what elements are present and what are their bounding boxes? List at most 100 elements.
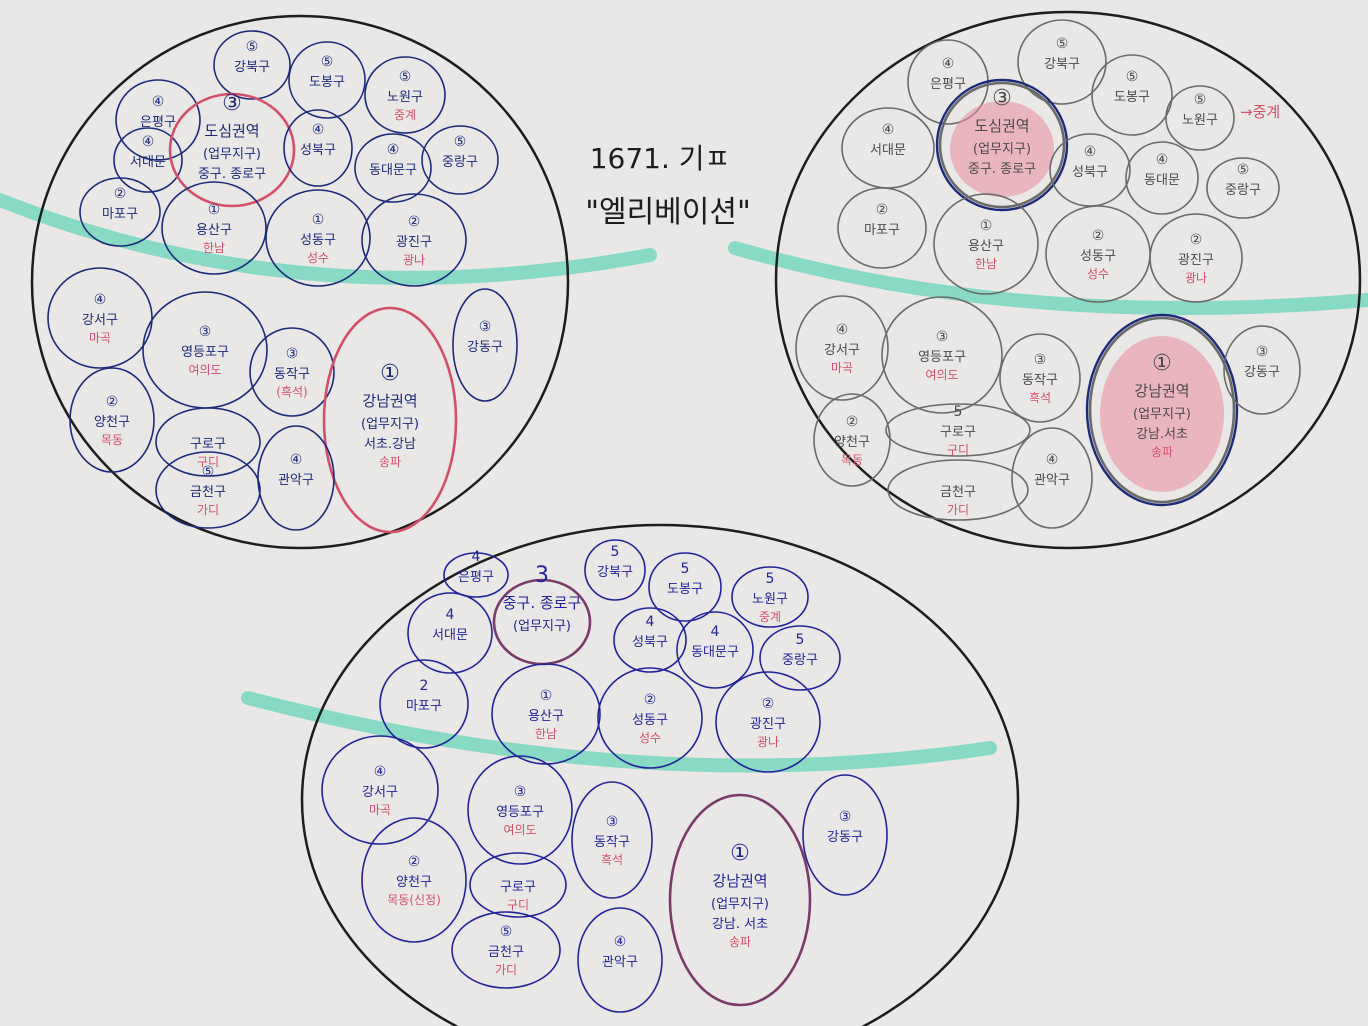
district-name: 강남권역 <box>362 392 417 410</box>
district-hub: 목동(신정) <box>387 893 441 907</box>
district-name: 노원구 <box>1182 113 1218 128</box>
district-hub: 구디 <box>947 443 969 457</box>
district-rank: ① <box>312 212 325 228</box>
district-name: 중구. 종로구 <box>503 594 582 612</box>
district-name: 동작구 <box>594 835 630 850</box>
district-bubble <box>731 566 809 628</box>
district-name: 서대문 <box>130 155 166 170</box>
district-name: 용산구 <box>968 239 1004 254</box>
district-rank: ③ <box>1256 344 1269 360</box>
district-sub: (업무지구) <box>513 619 571 634</box>
district-bubble <box>938 81 1066 209</box>
district-rank: ⑤ <box>246 39 259 55</box>
district-rank: ② <box>1092 228 1105 244</box>
district-rank: ① <box>380 361 400 386</box>
district-sub: (업무지구) <box>1133 407 1191 422</box>
district-sub: (업무지구) <box>203 147 261 162</box>
district-bubble <box>668 793 812 1007</box>
district-bubble <box>69 367 155 473</box>
district-rank: ① <box>540 688 553 704</box>
district-rank: 3 <box>535 563 549 588</box>
highlight-fill <box>1100 336 1224 492</box>
district-rank: ② <box>408 854 421 870</box>
district-rank: ⑤ <box>1194 92 1207 108</box>
district-bubble <box>759 625 841 691</box>
district-rank: ⑤ <box>500 924 513 940</box>
district-name: 마포구 <box>102 207 138 222</box>
district-rank: ④ <box>387 142 400 158</box>
district-bubble <box>648 552 722 622</box>
district-name: 강북구 <box>1044 57 1080 72</box>
district-rank: ② <box>1190 232 1203 248</box>
district-name: 도심권역 <box>974 117 1029 135</box>
district-bubble <box>379 659 469 749</box>
district-rank: ④ <box>290 452 303 468</box>
district-bubble <box>283 109 353 187</box>
district-hub: 성수 <box>639 731 661 745</box>
district-rank: 4 <box>472 549 481 565</box>
district-bubble <box>1088 316 1236 504</box>
district-bubble <box>155 407 261 477</box>
district-bubble <box>113 127 183 193</box>
district-nowon: ⑤ 노원구 <box>1165 85 1235 151</box>
district-rank: ① <box>1152 351 1172 376</box>
district-rank: ② <box>846 414 859 430</box>
district-name: 강서구 <box>82 313 118 328</box>
district-name: 성동구 <box>1080 249 1116 264</box>
district-name: 강서구 <box>362 785 398 800</box>
district-hub: 중계 <box>394 108 416 122</box>
district-bubble <box>451 911 561 989</box>
district-rank: ④ <box>836 322 849 338</box>
district-bubble <box>1017 19 1107 105</box>
district-bubble <box>1149 213 1243 303</box>
district-name: 광진구 <box>396 235 432 250</box>
district-name: 중랑구 <box>782 653 818 668</box>
district-bubble <box>999 333 1081 423</box>
district-rank: 4 <box>711 624 720 640</box>
district-name: 강북구 <box>597 565 633 580</box>
district-rank: ④ <box>882 122 895 138</box>
district-name: 구로구 <box>190 437 226 452</box>
district-hub: 중계 <box>759 610 781 624</box>
district-bubble <box>249 327 335 417</box>
district-rank: 5 <box>796 632 805 648</box>
district-hub: 한남 <box>535 727 557 741</box>
district-rank: ③ <box>839 809 852 825</box>
district-bubble <box>288 41 366 119</box>
district-name: 강동구 <box>827 830 863 845</box>
district-name: 은평구 <box>458 570 494 585</box>
district-name: 중랑구 <box>1225 183 1261 198</box>
district-name: 용산구 <box>528 709 564 724</box>
district-rank: ③ <box>606 814 619 830</box>
district-hub: 송파 <box>729 935 751 949</box>
district-name: 도심권역 <box>204 122 259 140</box>
district-rank: 2 <box>420 678 429 694</box>
district-hub: 마곡 <box>831 361 853 375</box>
district-name: 동대문 <box>1144 173 1180 188</box>
district-rank: ① <box>730 841 750 866</box>
outer-circle <box>300 523 1020 1026</box>
district-rank: ④ <box>614 934 627 950</box>
district-rank: ④ <box>312 122 325 138</box>
district-bubble-outline <box>935 78 1069 212</box>
district-name: 강서구 <box>824 343 860 358</box>
district-name: 강동구 <box>467 340 503 355</box>
district-bubble <box>361 817 467 943</box>
district-rank: 5 <box>766 571 775 587</box>
